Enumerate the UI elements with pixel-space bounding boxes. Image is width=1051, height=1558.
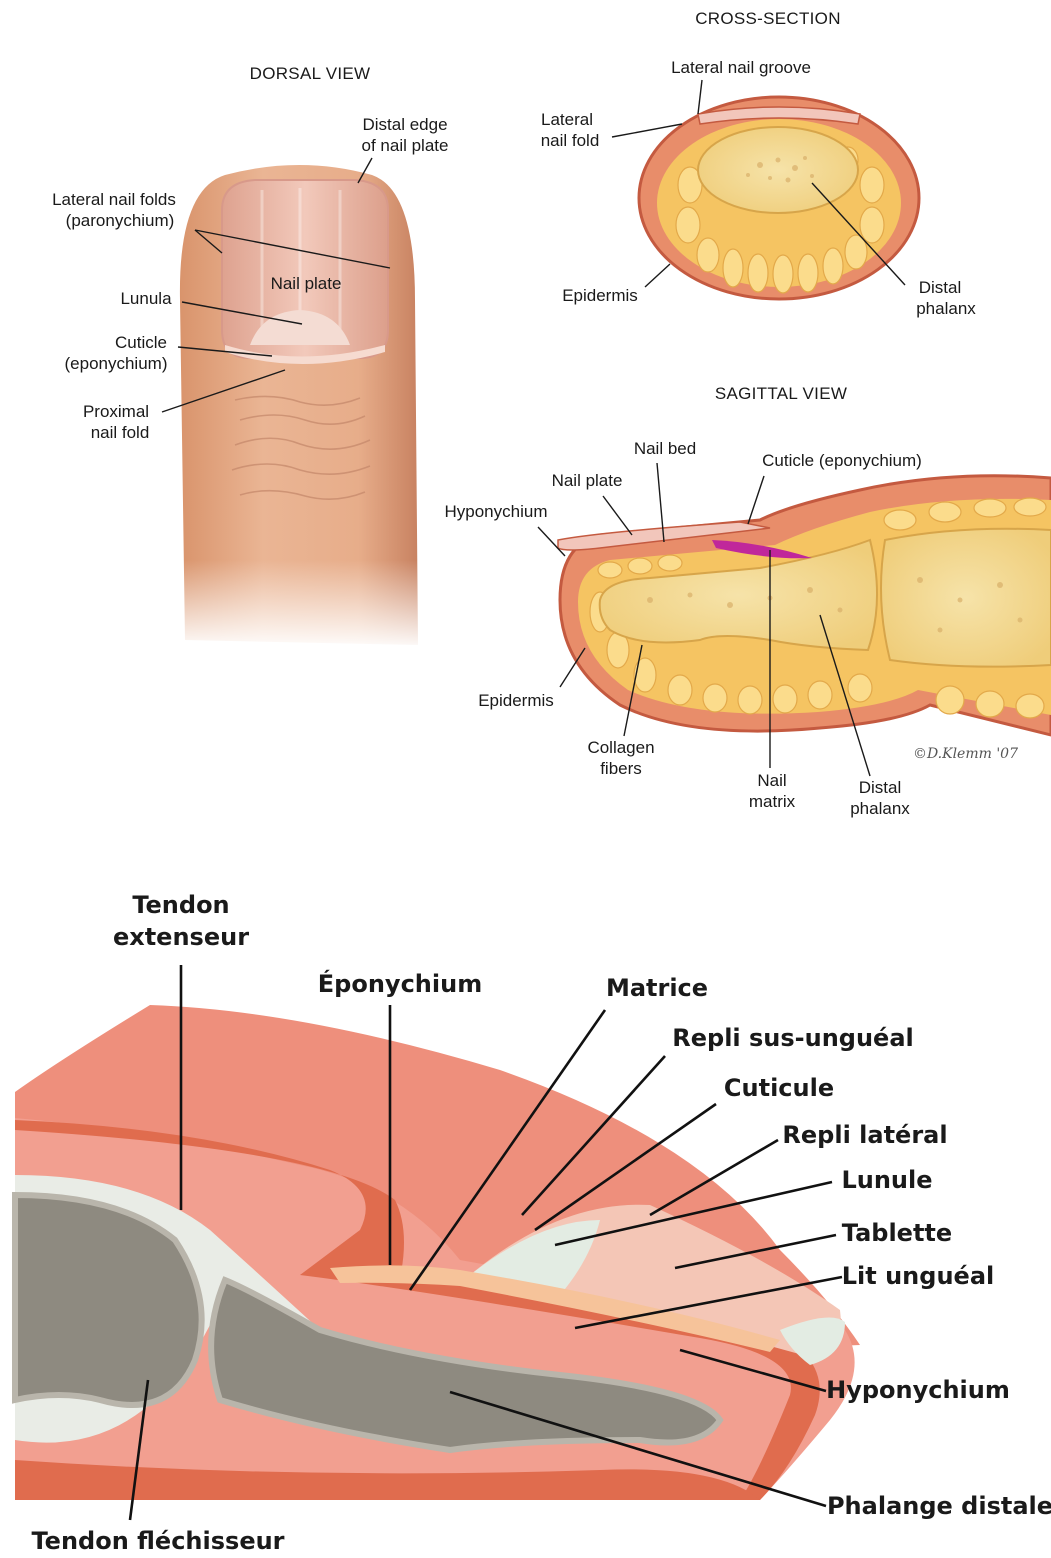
label-nail-plate: Nail plate [271, 274, 342, 293]
fr-label-phalange: Phalange distale [827, 1492, 1051, 1520]
fr-label-eponychium: Éponychium [318, 969, 482, 998]
leader-sg-cuticle [748, 476, 764, 524]
label-lateral-fold-2: nail fold [541, 131, 600, 150]
label-sg-cuticle: Cuticle (eponychium) [762, 451, 922, 470]
leader-sg-nail-plate [603, 496, 632, 535]
fr-label-repli-sus: Repli sus-unguéal [672, 1024, 914, 1052]
artist-credit: ©D.Klemm '07 [913, 746, 1018, 762]
label-cs-phalanx-2: phalanx [916, 299, 976, 318]
label-matrix-1: Nail [757, 771, 786, 790]
label-lateral-folds-1: Lateral nail folds [52, 190, 176, 209]
label-cs-phalanx-1: Distal [919, 278, 962, 297]
sagittal-view: SAGITTAL VIEW [445, 384, 1051, 818]
finger-fade [170, 560, 430, 650]
dorsal-view: DORSAL VIEW Distal edge of nail plate La… [52, 64, 448, 650]
label-lateral-folds-2: (paronychium) [66, 211, 175, 230]
dorsal-view-title: DORSAL VIEW [250, 64, 371, 83]
label-proximal-1: Proximal [83, 402, 149, 421]
label-sg-epidermis: Epidermis [478, 691, 554, 710]
fr-label-tendon-ext-1: Tendon [132, 891, 229, 919]
fr-label-tendon-ext-2: extenseur [113, 923, 249, 951]
label-lateral-fold-1: Lateral [541, 110, 593, 129]
cross-section-bone [698, 127, 858, 213]
french-diagram: Tendon extenseur Éponychium Matrice Repl… [15, 891, 1051, 1555]
cross-section-view: CROSS-SECTION Lateral nail [541, 9, 977, 318]
cross-section-title: CROSS-SECTION [695, 9, 841, 28]
sagittal-title: SAGITTAL VIEW [715, 384, 847, 403]
label-matrix-2: matrix [749, 792, 796, 811]
sagittal-middle-phalanx [881, 529, 1051, 667]
label-distal-edge-1: Distal edge [362, 115, 447, 134]
fr-label-lit-ungueal: Lit unguéal [842, 1262, 994, 1290]
label-collagen-2: fibers [600, 759, 642, 778]
fr-label-hyponychium: Hyponychium [826, 1376, 1010, 1404]
fr-label-tablette: Tablette [842, 1219, 952, 1247]
label-sg-phalanx-2: phalanx [850, 799, 910, 818]
label-cuticle-1: Cuticle [115, 333, 167, 352]
label-collagen-1: Collagen [587, 738, 654, 757]
label-distal-edge-2: of nail plate [362, 136, 449, 155]
label-lunula: Lunula [120, 289, 172, 308]
label-cs-epidermis: Epidermis [562, 286, 638, 305]
label-cuticle-2: (eponychium) [65, 354, 168, 373]
label-proximal-2: nail fold [91, 423, 150, 442]
label-sg-hyponychium: Hyponychium [445, 502, 548, 521]
label-sg-phalanx-1: Distal [859, 778, 902, 797]
fr-label-repli-lateral: Repli latéral [782, 1121, 947, 1149]
fr-label-lunule: Lunule [841, 1166, 932, 1194]
label-sg-nail-plate: Nail plate [552, 471, 623, 490]
fr-label-matrice: Matrice [606, 974, 708, 1002]
label-lateral-groove: Lateral nail groove [671, 58, 811, 77]
fr-label-tendon-flech: Tendon fléchisseur [31, 1527, 284, 1555]
fr-label-cuticule: Cuticule [724, 1074, 834, 1102]
leader-cs-epidermis [645, 264, 670, 287]
label-nail-bed: Nail bed [634, 439, 696, 458]
leader-lateral-groove [698, 80, 702, 114]
